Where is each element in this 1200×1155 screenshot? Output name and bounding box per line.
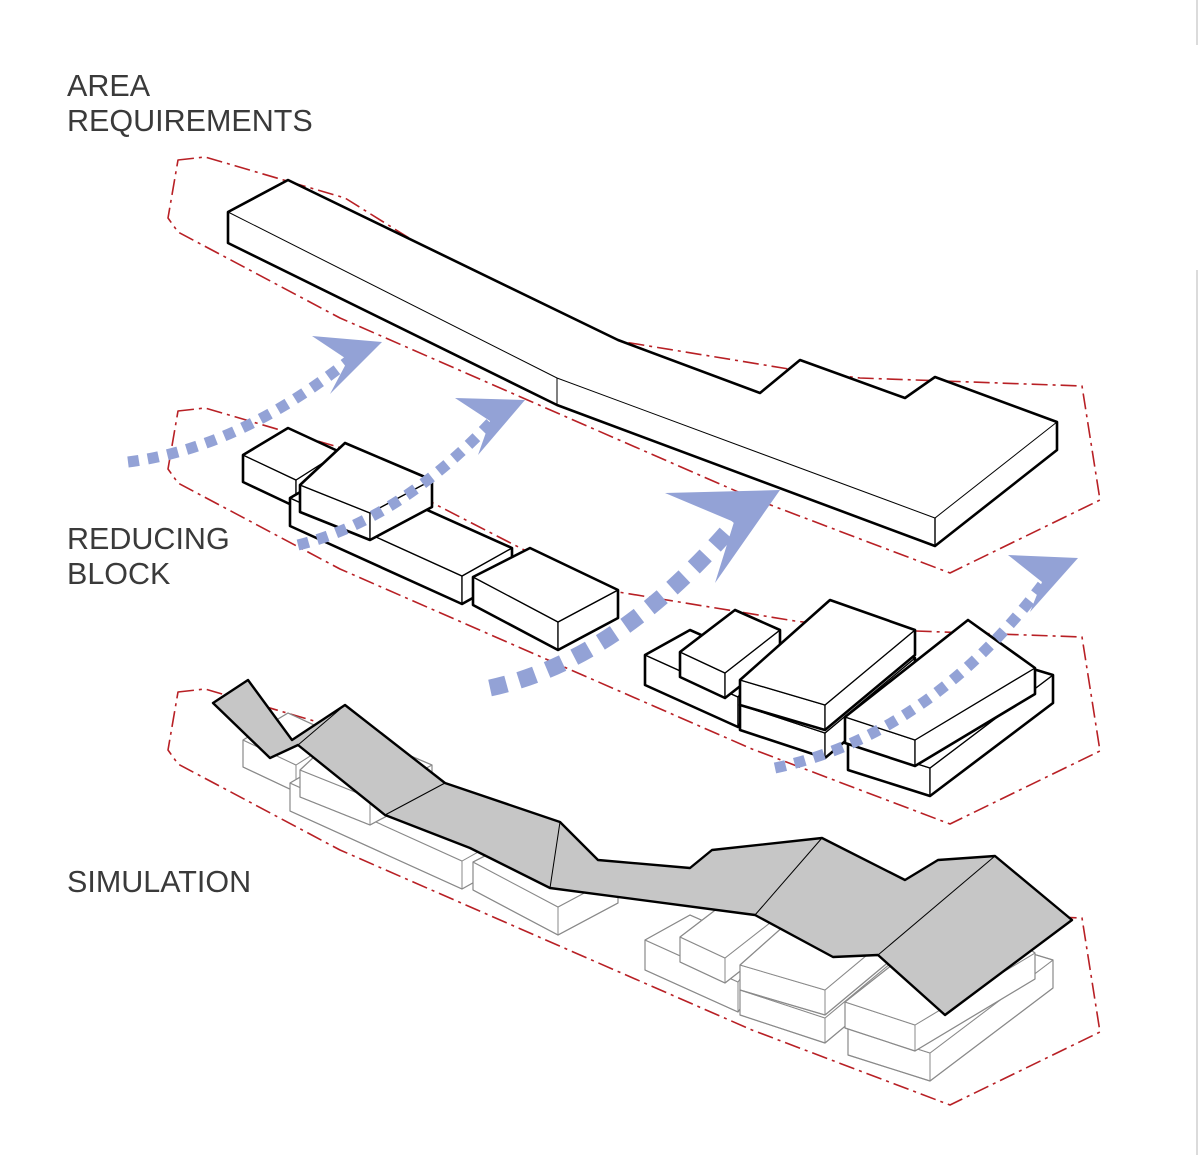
roof-fold-line — [384, 782, 446, 816]
roof-surface — [211, 678, 1074, 1017]
stage-simulation — [167, 678, 1101, 1106]
site-boundary — [167, 407, 1101, 825]
block-edge — [227, 211, 1058, 519]
flow-arrow — [773, 555, 1078, 774]
block-outline — [298, 441, 434, 542]
flow-arrow-trail — [488, 511, 747, 697]
roof-fold-line — [754, 837, 823, 916]
flow-arrow-trail — [773, 576, 1051, 774]
block-outline — [738, 598, 917, 732]
block-e — [471, 546, 620, 652]
wind-flow-arrows — [127, 336, 1078, 774]
stage-label-line: REQUIREMENTS — [67, 104, 313, 138]
flow-arrow — [296, 398, 525, 551]
site-boundary — [167, 688, 1101, 1106]
roof-fold-line — [549, 821, 561, 889]
flow-arrow-head — [665, 490, 780, 583]
site-boundary — [167, 156, 1101, 574]
flow-arrow-trail — [296, 414, 500, 551]
roof-fold-line — [297, 704, 346, 746]
flow-arrow-head — [1008, 555, 1078, 612]
stage-label-line: BLOCK — [67, 557, 170, 591]
roof-fold-line — [877, 855, 996, 956]
flow-arrow-trail — [127, 353, 356, 468]
stage-label-reducing-block: REDUCING BLOCK — [67, 522, 238, 591]
flow-arrow-head — [312, 336, 382, 394]
stage-area-requirements — [167, 156, 1101, 574]
block-h — [738, 598, 917, 732]
block-outline — [471, 546, 620, 652]
block-outline — [843, 618, 1037, 768]
stage-label-line: REDUCING — [67, 522, 230, 556]
flow-arrow-head — [455, 398, 525, 455]
stage-label-simulation: SIMULATION — [67, 865, 251, 899]
stage-label-line: AREA — [67, 69, 151, 103]
folded-roof — [211, 678, 1074, 1017]
stage-label-area-requirements: AREA REQUIREMENTS — [67, 69, 313, 138]
stage-reducing-block — [167, 407, 1101, 825]
full-program-block — [226, 178, 1059, 548]
flow-arrow — [488, 490, 780, 697]
stage-label-line: SIMULATION — [67, 865, 251, 899]
flow-arrow — [127, 336, 382, 468]
